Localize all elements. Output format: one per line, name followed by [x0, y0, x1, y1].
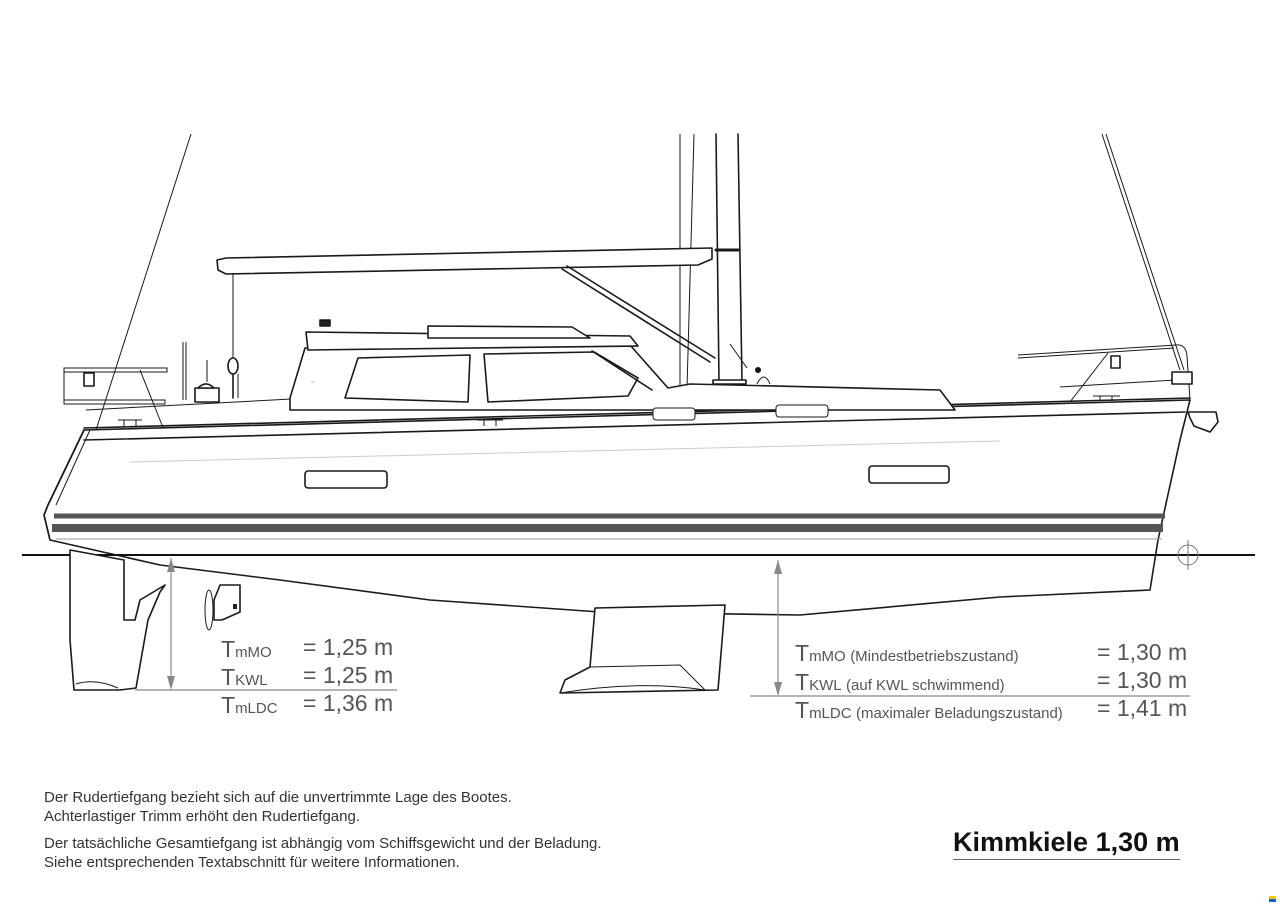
rudder-draft-value: = 1,25 m — [303, 662, 394, 688]
note-line: Der tatsächliche Gesamtiefgang ist abhän… — [44, 835, 602, 852]
draft-subscript: mLDC — [235, 700, 278, 717]
mast — [679, 133, 747, 426]
draft-subscript: mLDC — [809, 705, 852, 722]
keel-draft-dimension — [750, 560, 1190, 697]
note-line: Der Rudertiefgang bezieht sich auf die u… — [44, 789, 512, 806]
draft-symbol: T — [795, 669, 810, 695]
rudder-draft-row: TmLDC — [221, 692, 278, 719]
draft-subscript: KWL — [235, 672, 268, 689]
keel-draft-value: = 1,30 m — [1097, 667, 1188, 693]
hull-port-aft — [304, 470, 388, 489]
rudder — [69, 549, 166, 691]
anchor-roller — [1187, 411, 1219, 433]
draft-symbol: T — [795, 697, 810, 723]
note-total-draft: Der tatsächliche Gesamtiefgang ist abhän… — [44, 834, 602, 872]
rudder-draft-value: = 1,36 m — [303, 690, 394, 716]
keel-draft-row: TmLDC (maximaler Beladungszustand) — [795, 697, 1063, 724]
stern-pulpit — [63, 342, 187, 431]
bilge-keel — [559, 604, 726, 694]
deckhouse: ~ — [289, 319, 956, 426]
bow-pulpit — [1017, 344, 1193, 403]
boat-logo-icon: ~ — [311, 380, 315, 386]
winch — [194, 360, 220, 403]
draft-description: (auf KWL schwimmend) — [846, 677, 1005, 694]
forward-perpendicular-marker-icon — [1177, 540, 1199, 570]
draft-symbol: T — [221, 636, 236, 662]
draft-symbol: T — [795, 640, 810, 666]
keel-draft-value: = 1,30 m — [1097, 639, 1188, 665]
hull-port-forward — [868, 465, 950, 484]
draft-description: (maximaler Beladungszustand) — [856, 705, 1063, 722]
keel-draft-row: TmMO (Mindestbetriebszustand) — [795, 640, 1019, 667]
keel-draft-row: TKWL (auf KWL schwimmend) — [795, 669, 1005, 696]
hull — [43, 397, 1191, 616]
rudder-draft-row: TmMO — [221, 636, 272, 663]
rudder-draft-dimension — [135, 558, 397, 691]
window-aft — [344, 354, 471, 403]
rudder-draft-row: TKWL — [221, 664, 268, 691]
note-rudder-draft: Der Rudertiefgang bezieht sich auf die u… — [44, 788, 512, 826]
saildrive — [204, 584, 241, 631]
corner-flag-icon — [1269, 896, 1276, 902]
backstay — [95, 133, 192, 431]
drawing-title: Kimmkiele 1,30 m — [953, 826, 1180, 860]
draft-symbol: T — [221, 664, 236, 690]
keel-draft-value: = 1,41 m — [1097, 695, 1188, 721]
rudder-draft-value: = 1,25 m — [303, 634, 394, 660]
draft-symbol: T — [221, 692, 236, 718]
mainsheet-block — [227, 357, 239, 399]
draft-subscript: KWL — [809, 677, 842, 694]
boom — [216, 247, 716, 363]
draft-description: (Mindestbetriebszustand) — [850, 648, 1019, 665]
aft-deck — [85, 397, 311, 426]
forestay — [1101, 133, 1181, 371]
draft-subscript: mMO — [809, 648, 846, 665]
draft-subscript: mMO — [235, 644, 272, 661]
note-line: Siehe entsprechenden Textabschnitt für w… — [44, 854, 460, 871]
window-forward — [483, 351, 639, 403]
note-line: Achterlastiger Trimm erhöht den Rudertie… — [44, 808, 360, 825]
